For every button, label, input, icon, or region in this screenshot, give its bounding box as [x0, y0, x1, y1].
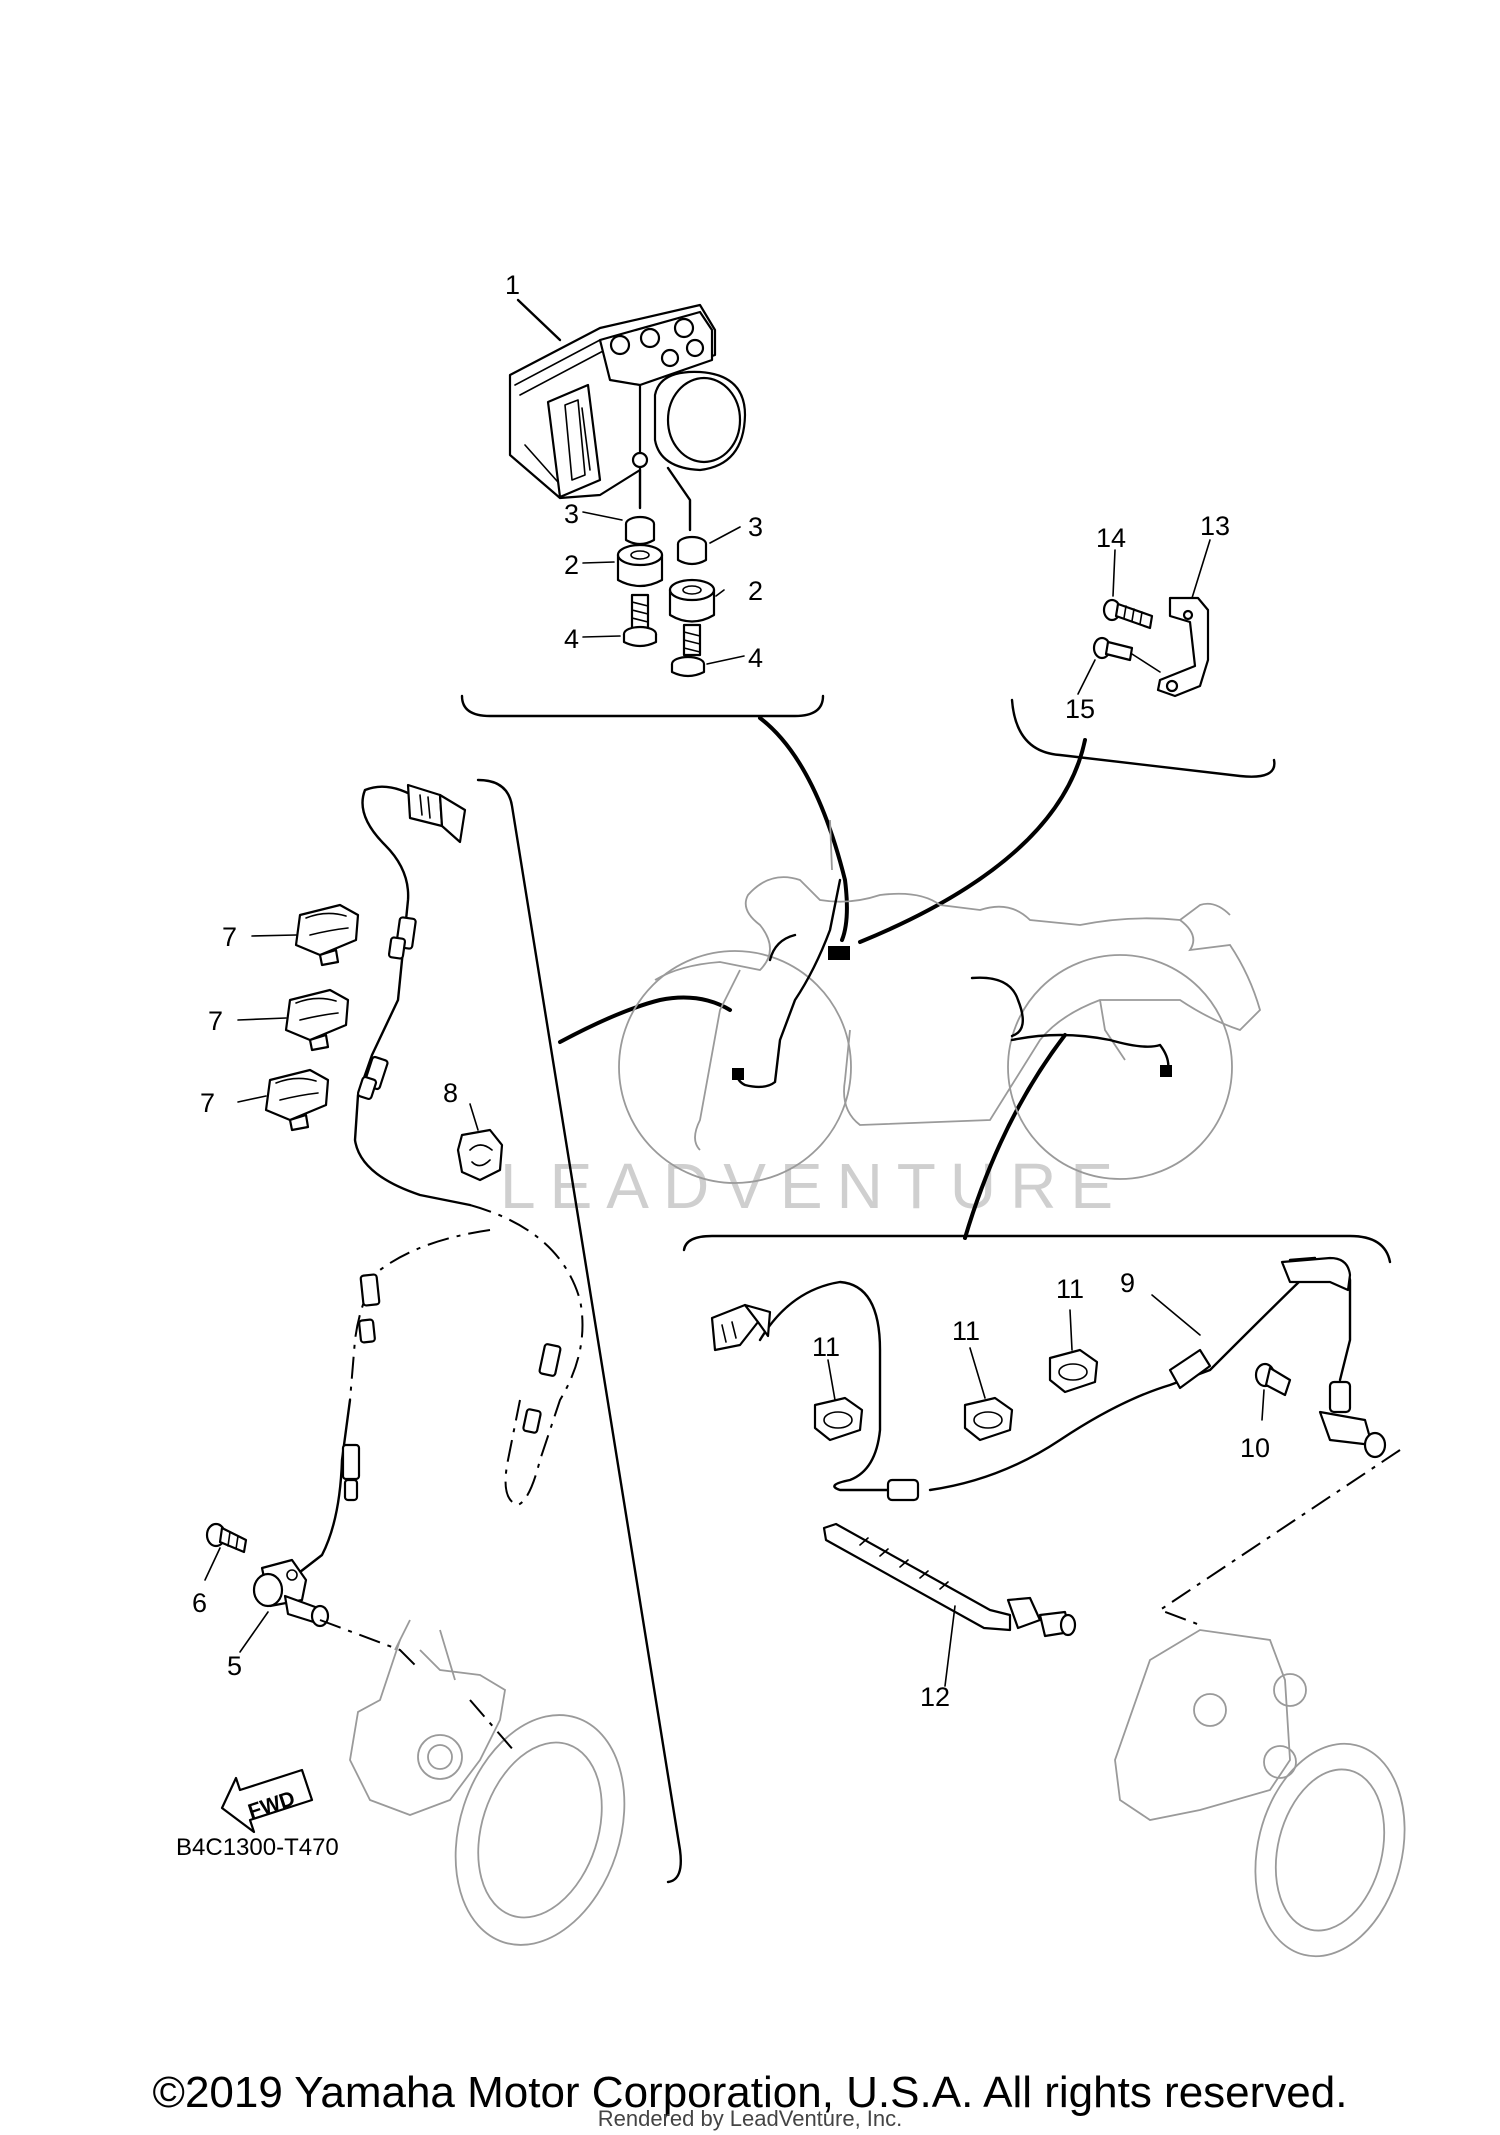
abs-unit-detail-bracket	[460, 694, 849, 942]
callout-11-right: 11	[1056, 1274, 1084, 1304]
motorcycle-silhouette	[618, 819, 1262, 1184]
bolt-6	[205, 1522, 248, 1554]
grommet-2-left	[616, 543, 664, 588]
clamp-11-right	[1048, 1348, 1099, 1394]
bolt-10	[1254, 1362, 1292, 1397]
callout-7-top: 7	[222, 922, 237, 952]
rear-wheel-sensor-harness-9	[710, 1256, 1387, 1502]
front-fork-and-disc	[349, 1619, 626, 1946]
clamp-7-bottom	[264, 1068, 330, 1132]
watermark-text: LEADVENTURE	[500, 1150, 1127, 1222]
cable-holder-8	[456, 1128, 504, 1182]
callout-3-right: 3	[748, 512, 763, 542]
abs-hydraulic-unit	[508, 298, 747, 532]
clamp-11-middle	[963, 1396, 1014, 1442]
front-sensor-detail-bracket	[476, 778, 732, 1884]
forward-arrow-icon: FWD	[220, 1768, 314, 1834]
callout-6: 6	[192, 1588, 207, 1618]
callout-15: 15	[1065, 694, 1095, 724]
callout-labels: 1 3 3 2 2 4 4 14 13 15 7 7 7 8 6 5 9 11 …	[176, 270, 1270, 1861]
cable-tie-12	[822, 1522, 1077, 1638]
rear-sensor-detail-bracket	[682, 1033, 1392, 1264]
diagram-code: B4C1300-T470	[176, 1834, 339, 1861]
callout-8: 8	[443, 1078, 458, 1108]
bolt-15	[1092, 636, 1161, 673]
grommet-2-right	[668, 578, 716, 623]
callout-4-right: 4	[748, 643, 763, 673]
callout-7-middle: 7	[208, 1006, 223, 1036]
bracket-13	[1156, 596, 1210, 698]
callout-10: 10	[1240, 1433, 1270, 1463]
callout-2-right: 2	[748, 576, 763, 606]
bolt-4-left	[622, 593, 658, 648]
callout-3-left: 3	[564, 499, 579, 529]
front-wheel-sensor-5	[252, 1558, 330, 1628]
callout-1: 1	[505, 270, 520, 300]
clamp-7-middle	[284, 988, 350, 1052]
collar-3-left	[624, 515, 656, 546]
callout-7-bottom: 7	[200, 1088, 215, 1118]
callout-9: 9	[1120, 1268, 1135, 1298]
callout-2-left: 2	[564, 550, 579, 580]
collar-3-right	[676, 535, 708, 566]
bracket-detail-bracket	[858, 698, 1276, 944]
rendered-by-notice: Rendered by LeadVenture, Inc.	[597, 2106, 903, 2131]
callout-11-middle: 11	[952, 1316, 980, 1346]
callout-5: 5	[227, 1651, 242, 1681]
callout-11-left: 11	[812, 1332, 840, 1362]
front-wheel-sensor-harness	[298, 783, 584, 1574]
callout-14: 14	[1096, 523, 1126, 553]
callout-4-left: 4	[564, 624, 579, 654]
callout-12: 12	[920, 1682, 950, 1712]
clamp-11-left	[813, 1396, 864, 1442]
rear-caliper-and-disc	[1114, 1449, 1406, 1958]
bolt-4-right	[670, 623, 706, 678]
bolt-14	[1102, 598, 1154, 630]
clamp-7-top	[294, 903, 360, 967]
callout-13: 13	[1200, 511, 1230, 541]
copyright-notice: ©2019 Yamaha Motor Corporation, U.S.A. A…	[152, 2068, 1348, 2117]
